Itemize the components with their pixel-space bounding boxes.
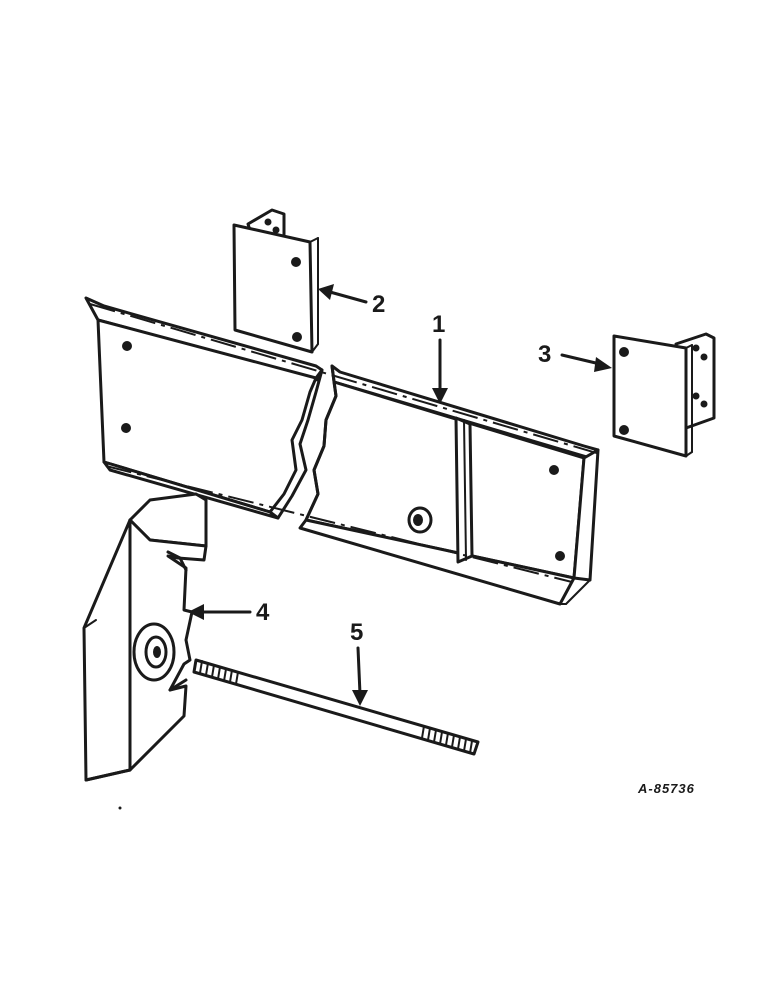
bracket-plate-part-2 [232, 208, 319, 354]
threaded-rod-part-5 [192, 658, 480, 756]
callout-leaders [188, 284, 612, 706]
bracket-plate-part-3 [612, 332, 716, 458]
drawing-number: A-85736 [637, 781, 695, 796]
callout-label-5: 5 [350, 619, 363, 646]
callout-label-3: 3 [538, 341, 551, 368]
callout-label-4: 4 [256, 599, 270, 626]
scan-speck [118, 806, 122, 810]
callout-label-1: 1 [432, 311, 445, 338]
weight-part-4 [82, 492, 208, 782]
callout-label-2: 2 [372, 291, 385, 318]
angle-bracket-part-1 [84, 296, 601, 606]
